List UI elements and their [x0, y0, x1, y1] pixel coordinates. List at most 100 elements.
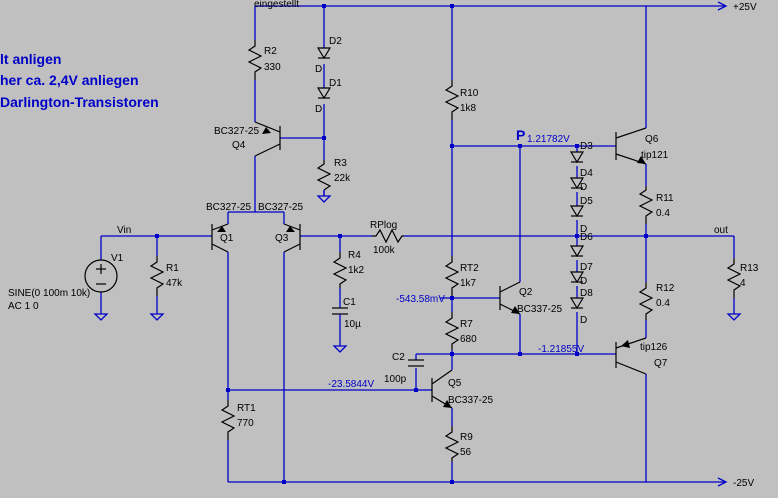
diode-d2[interactable] [316, 47, 332, 60]
q6-model: tip121 [641, 150, 669, 161]
v1-value1: SINE(0 100m 10k) [8, 288, 90, 299]
transistor-q5[interactable] [431, 369, 453, 409]
r7-value: 680 [460, 334, 477, 345]
c1-name: C1 [343, 297, 356, 308]
q3-model: BC327-25 [258, 202, 303, 213]
r12-name: R12 [656, 283, 675, 294]
r4-name: R4 [348, 250, 361, 261]
r9-name: R9 [460, 432, 473, 443]
diode-d7[interactable] [569, 271, 585, 284]
q7-name: Q7 [654, 358, 668, 369]
q1-model: BC327-25 [206, 202, 251, 213]
resistor-r10[interactable] [444, 80, 460, 120]
d4-name: D4 [580, 168, 593, 179]
d3-name: D3 [580, 141, 593, 152]
capacitor-c2[interactable] [408, 359, 424, 367]
d5-value: D [580, 224, 587, 235]
voltage-c2: -23.5844V [328, 379, 374, 390]
diode-d8[interactable] [569, 297, 585, 310]
transistor-q1[interactable] [211, 223, 229, 253]
voltage-rt2: -543.58mV [396, 294, 445, 305]
q5-name: Q5 [448, 378, 462, 389]
d1-value: D [315, 104, 322, 115]
q2-model: BC337-25 [517, 304, 562, 315]
resistor-rt2[interactable] [444, 256, 460, 296]
diode-d5[interactable] [569, 205, 585, 218]
d7-value: D [580, 276, 587, 287]
d6-name: D6 [580, 232, 593, 243]
q3-name: Q3 [275, 233, 289, 244]
r4-value: 1k2 [348, 265, 365, 276]
r12-value: 0.4 [656, 298, 670, 309]
resistor-rplog[interactable] [372, 228, 404, 244]
resistor-r9[interactable] [444, 426, 460, 462]
rplog-value: 100k [373, 245, 396, 256]
voltage-q7: -1.21855V [538, 344, 584, 355]
wiring [100, 6, 735, 482]
diode-d1[interactable] [316, 87, 332, 100]
r10-value: 1k8 [460, 103, 477, 114]
junction-dots [155, 4, 648, 484]
transistor-q2[interactable] [499, 281, 521, 315]
r13-name: R13 [740, 263, 759, 274]
d2-value: D [315, 64, 322, 75]
r2-name: R2 [264, 46, 277, 57]
transistor-q4[interactable] [254, 121, 281, 157]
diode-d4[interactable] [569, 177, 585, 190]
q2-name: Q2 [519, 287, 533, 298]
negative-rail [228, 477, 728, 487]
rt1-value: 770 [237, 418, 254, 429]
resistor-r3[interactable] [316, 160, 332, 191]
transistor-q7[interactable] [615, 337, 647, 375]
positive-rail [255, 1, 728, 11]
q1-name: Q1 [220, 233, 234, 244]
resistor-r12[interactable] [638, 282, 654, 320]
d4-value: D [580, 182, 587, 193]
diode-d3[interactable] [569, 151, 585, 164]
note-line-2: her ca. 2,4V anliegen [0, 72, 139, 88]
net-label-p: P [516, 127, 525, 143]
voltage-p: 1.21782V [527, 134, 570, 145]
note-line-3: Darlington-Transistoren [0, 94, 159, 110]
resistor-r7[interactable] [444, 312, 460, 350]
q5-model: BC337-25 [448, 395, 493, 406]
c2-value: 100p [384, 374, 407, 385]
q7-model: tip126 [640, 342, 668, 353]
transistor-q6[interactable] [615, 127, 647, 165]
net-label-vneg: -25V [733, 478, 754, 489]
diode-d6[interactable] [569, 245, 585, 258]
r11-value: 0.4 [656, 208, 670, 219]
r3-name: R3 [334, 158, 347, 169]
r11-name: R11 [656, 193, 674, 204]
r13-value: 4 [740, 278, 746, 289]
d7-name: D7 [580, 262, 593, 273]
resistor-r11[interactable] [638, 186, 654, 224]
resistor-r1[interactable] [149, 256, 165, 296]
r9-value: 56 [460, 447, 472, 458]
resistor-r2[interactable] [247, 40, 263, 80]
q6-name: Q6 [645, 134, 659, 145]
resistor-rt1[interactable] [220, 400, 236, 440]
resistor-r13[interactable] [726, 258, 742, 298]
d8-name: D8 [580, 288, 593, 299]
note-line-1: lt anligen [0, 51, 61, 67]
rt2-value: 1k7 [460, 278, 477, 289]
net-label-vin: Vin [117, 225, 131, 236]
resistor-r4[interactable] [332, 252, 348, 288]
capacitor-c1[interactable] [332, 307, 348, 324]
d1-name: D1 [329, 78, 342, 89]
rt1-name: RT1 [237, 403, 256, 414]
q4-name: Q4 [232, 140, 246, 151]
r1-name: R1 [166, 263, 179, 274]
voltage-source-v1[interactable] [84, 259, 118, 293]
net-label-eingestellt: eingestellt [254, 0, 299, 10]
r7-name: R7 [460, 319, 473, 330]
transistor-q3[interactable] [283, 223, 301, 253]
d5-name: D5 [580, 196, 593, 207]
r2-value: 330 [264, 62, 281, 73]
rt2-name: RT2 [460, 263, 479, 274]
ground-symbols [94, 189, 741, 353]
c1-value: 10µ [344, 319, 361, 330]
